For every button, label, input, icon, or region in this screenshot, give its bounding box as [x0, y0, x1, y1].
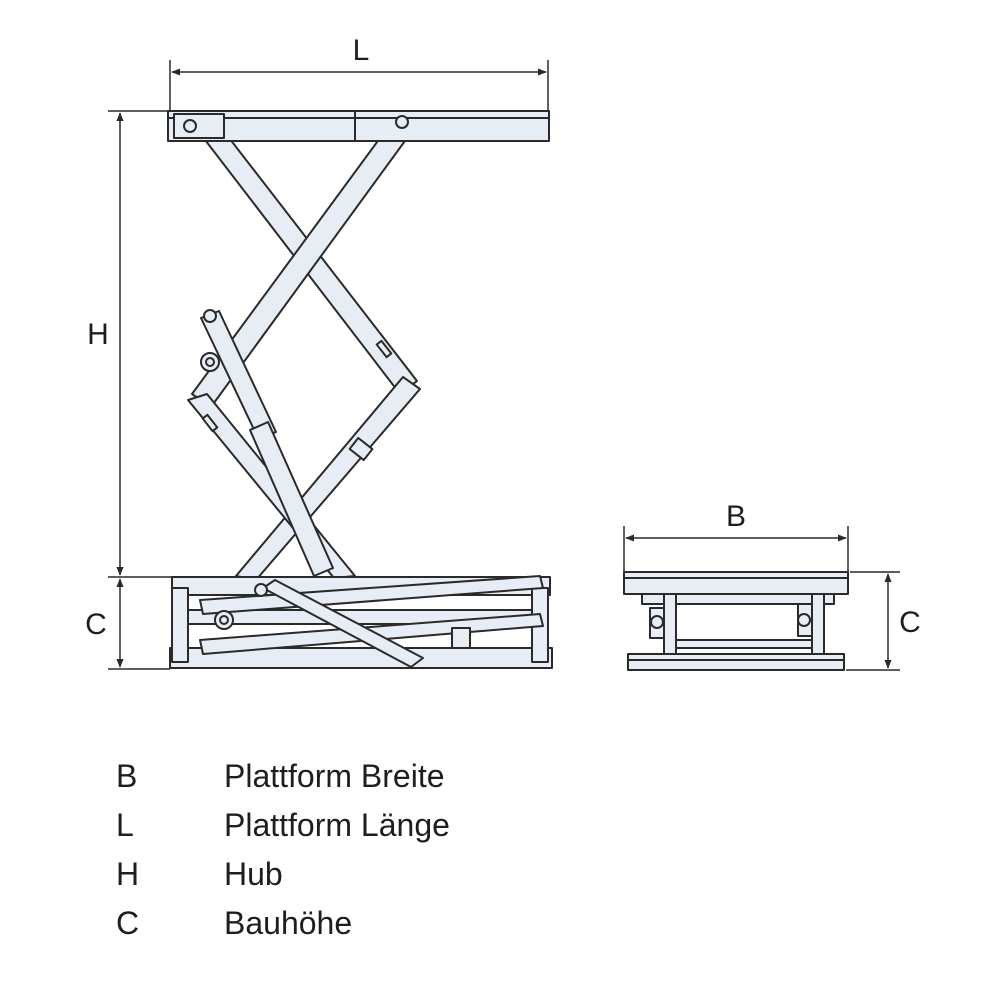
legend-row: L Plattform Länge: [116, 801, 450, 850]
legend-text: Hub: [224, 856, 283, 892]
base-small-block: [451, 627, 471, 649]
platform-hinge-block: [173, 113, 225, 139]
base-bottom-rail: [169, 647, 553, 669]
arm-slot: [201, 413, 219, 433]
hydraulic-cylinder-body: [249, 421, 334, 577]
scissor-lift-diagram: L H C B C: [85, 34, 921, 671]
legend-row: C Bauhöhe: [116, 899, 450, 948]
legend-key: C: [116, 905, 140, 941]
dimension-label-c-right: C: [899, 606, 921, 639]
front-left-wheel: [650, 615, 664, 629]
platform: [167, 110, 550, 142]
front-base: [627, 653, 845, 671]
legend-key: H: [116, 856, 140, 892]
dimension-label-c-left: C: [85, 608, 107, 641]
center-pivot-inner: [205, 357, 215, 367]
base-pivot-inner: [219, 615, 229, 625]
platform-pivot-right: [395, 115, 409, 129]
legend-key: B: [116, 758, 138, 794]
base-left-post: [171, 587, 189, 663]
front-platform: [623, 571, 849, 595]
base-pivot-b: [254, 583, 268, 597]
legend-key: L: [116, 807, 134, 843]
legend: B Plattform Breite L Plattform Länge H H…: [116, 752, 450, 948]
legend-text: Bauhöhe: [224, 905, 353, 941]
front-right-wheel: [797, 613, 811, 627]
legend-row: B Plattform Breite: [116, 752, 450, 801]
front-left-post: [663, 593, 677, 655]
side-view: [167, 110, 553, 669]
legend-row: H Hub: [116, 850, 450, 899]
base-folded-arm-a: [199, 575, 544, 615]
front-view: [623, 571, 849, 671]
dimension-label-h: H: [87, 318, 109, 351]
platform-pivot-left: [183, 119, 197, 133]
front-frame-top: [641, 593, 835, 605]
legend-text: Plattform Länge: [224, 807, 450, 843]
legend-text: Plattform Breite: [224, 758, 445, 794]
dimension-label-l: L: [353, 34, 370, 67]
arm-bracket: [348, 436, 374, 462]
front-view-dimensions: [623, 526, 900, 671]
side-view-dimensions: [108, 60, 549, 670]
cylinder-top-pivot: [203, 309, 217, 323]
dimension-label-b: B: [726, 500, 746, 533]
front-cross-bar: [675, 639, 813, 649]
arm-slot: [375, 339, 393, 359]
base-cylinder-arm: [262, 579, 424, 668]
front-right-post: [811, 593, 825, 655]
